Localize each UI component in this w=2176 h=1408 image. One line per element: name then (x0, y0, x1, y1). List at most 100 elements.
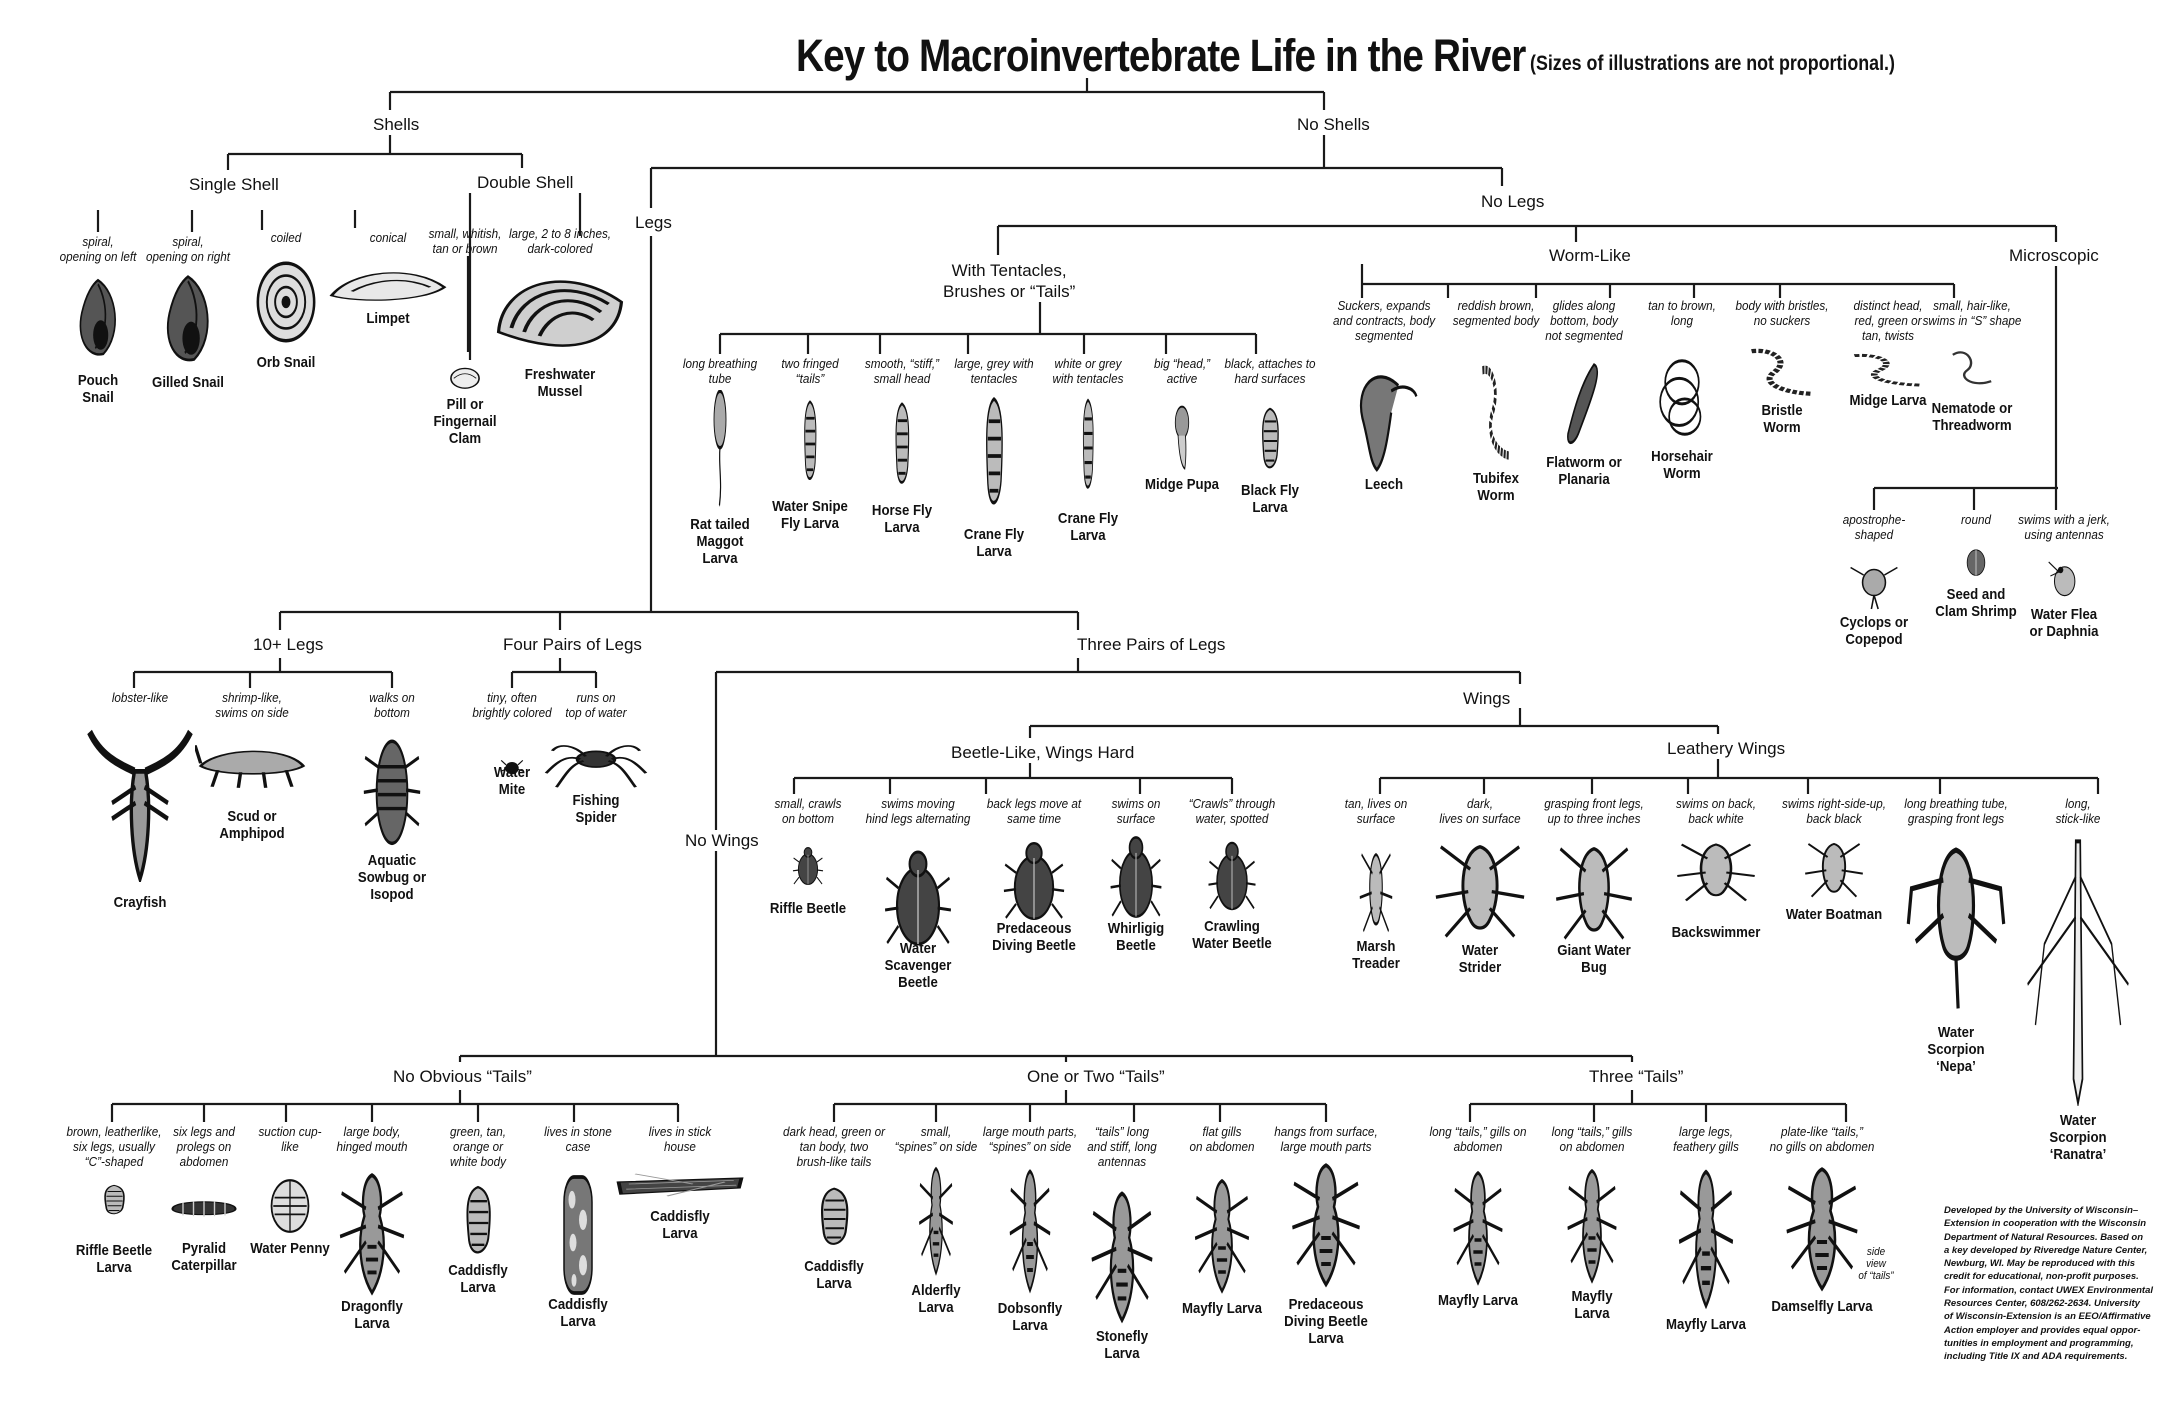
organism-description: long, stick-like (2055, 796, 2101, 826)
category-with-tentacles: With Tentacles, Brushes or “Tails” (940, 260, 1079, 302)
pupa-icon (1168, 404, 1196, 475)
organism-description: small, crawls on bottom (774, 796, 842, 826)
organism-description: lobster-like (111, 690, 169, 705)
organism-name: Mayfly Larva (1182, 1300, 1262, 1317)
page-subtitle: (Sizes of illustrations are not proporti… (1530, 52, 1895, 75)
category-wings: Wings (1460, 688, 1514, 709)
organism-name: Rat tailed Maggot Larva (690, 516, 750, 567)
organism-name: Horsehair Worm (1651, 448, 1713, 482)
organism-description: conical (369, 230, 407, 245)
organism-description: swims on surface (1111, 796, 1161, 826)
organism-name: Fishing Spider (572, 792, 620, 826)
organism-name: Pill or Fingernail Clam (433, 396, 497, 447)
organism-description: small, hair-like, swims in “S” shape (1922, 298, 2022, 328)
organism-name: Giant Water Bug (1557, 942, 1631, 976)
category-one-or-two-tails: One or Two “Tails” (1024, 1066, 1168, 1087)
credit-text: Developed by the University of Wisconsin… (1944, 1205, 2154, 1363)
bug-icon (1358, 840, 1394, 941)
nymph-icon (1286, 1160, 1366, 1295)
organism-name: Crane Fly Larva (1057, 510, 1119, 544)
category-single-shell: Single Shell (186, 174, 282, 195)
organism-description: hangs from surface, large mouth parts (1274, 1124, 1378, 1154)
organism-name: Mayfly Larva (1438, 1292, 1518, 1309)
page-title: Key to Macroinvertebrate Life in the Riv… (796, 30, 1526, 81)
organism-description: black, attaches to hard surfaces (1224, 356, 1316, 386)
larva-icon (1248, 406, 1292, 481)
organism-description: tan to brown, long (1648, 298, 1716, 328)
organism-description: six legs and prolegs on abdomen (173, 1124, 235, 1169)
beetle-icon (792, 846, 824, 891)
mite-icon (500, 756, 524, 783)
organism-description: big “head,” active (1154, 356, 1210, 386)
organism-description: lives in stick house (648, 1124, 712, 1154)
snail-icon (157, 272, 219, 369)
organism-name: Midge Larva (1849, 392, 1927, 409)
threadworm-icon (1948, 346, 1996, 395)
organism-description: tiny, often brightly colored (472, 690, 552, 720)
organism-description: dark, lives on surface (1439, 796, 1521, 826)
organism-name: Black Fly Larva (1241, 482, 1299, 516)
organism-description: apostrophe- shaped (1842, 512, 1906, 542)
leech-icon (1348, 364, 1420, 477)
organism-name: Water Scavenger Beetle (884, 940, 952, 991)
larva-icon (446, 1184, 510, 1267)
organism-name: Water Penny (250, 1240, 330, 1257)
nymph-icon (1780, 1164, 1864, 1299)
category-three-tails: Three “Tails” (1586, 1066, 1687, 1087)
organism-description: “Crawls” through water, spotted (1188, 796, 1276, 826)
worm-icon (1744, 346, 1820, 403)
category-four-pairs-legs: Four Pairs of Legs (500, 634, 645, 655)
organism-name: Whirligig Beetle (1107, 920, 1165, 954)
category-worm-like: Worm-Like (1546, 245, 1634, 266)
organism-description: swims with a jerk, using antennas (2018, 512, 2110, 542)
category-beetle-like: Beetle-Like, Wings Hard (948, 742, 1138, 763)
water-scorpion-icon (1903, 836, 2009, 1017)
shrimp-icon (1963, 546, 1989, 583)
larva-icon (794, 398, 826, 495)
spider-icon (544, 734, 648, 795)
organism-name: Riffle Beetle (769, 900, 847, 917)
organism-name: Gilled Snail (152, 374, 224, 391)
organism-description: reddish brown, segmented body (1452, 298, 1540, 328)
orb-snail-icon (254, 258, 318, 351)
organism-description: grasping front legs, up to three inches (1544, 796, 1644, 826)
organism-name: Caddisfly Larva (650, 1208, 710, 1242)
organism-description: swims right-side-up, back black (1781, 796, 1887, 826)
organism-description: back legs move at same time (986, 796, 1082, 826)
bug-icon (1552, 832, 1636, 949)
organism-name: Predaceous Diving Beetle (992, 920, 1076, 954)
organism-description: large mouth parts, “spines” on side (982, 1124, 1078, 1154)
flatworm-icon (1559, 360, 1609, 455)
organism-description: glides along bottom, body not segmented (1545, 298, 1623, 343)
larva-icon (972, 394, 1016, 523)
snail-icon (71, 276, 125, 363)
organism-name: Freshwater Mussel (524, 366, 596, 400)
bug-icon (1802, 834, 1866, 905)
category-double-shell: Double Shell (474, 172, 577, 193)
organism-name: Pyralid Caterpillar (171, 1240, 237, 1274)
organism-description: brown, leatherlike, six legs, usually “C… (66, 1124, 162, 1169)
stick-case-icon (616, 1166, 744, 1211)
nymph-icon (334, 1170, 410, 1303)
organism-name: Water Snipe Fly Larva (772, 498, 848, 532)
organism-name: Crawling Water Beetle (1192, 918, 1272, 952)
organism-name: Pouch Snail (77, 372, 119, 406)
clam-icon (449, 364, 481, 395)
organism-description: runs on top of water (565, 690, 627, 720)
category-microscopic: Microscopic (2006, 245, 2102, 266)
organism-description: small, whitish, tan or brown (428, 226, 502, 256)
organism-name: Orb Snail (256, 354, 316, 371)
organism-name: Leech (1364, 476, 1404, 493)
larva-icon (1074, 396, 1102, 505)
nymph-icon (1674, 1166, 1738, 1317)
organism-description: swims moving hind legs alternating (865, 796, 971, 826)
worm-icon (1846, 352, 1930, 393)
nymph-icon (1086, 1188, 1158, 1331)
category-no-wings: No Wings (682, 830, 762, 851)
organism-description: body with bristles, no suckers (1735, 298, 1829, 328)
organism-name: Alderfly Larva (911, 1282, 961, 1316)
category-ten-plus-legs: 10+ Legs (250, 634, 327, 655)
organism-name: Tubifex Worm (1473, 470, 1519, 504)
organism-description: large, 2 to 8 inches, dark-colored (508, 226, 612, 256)
